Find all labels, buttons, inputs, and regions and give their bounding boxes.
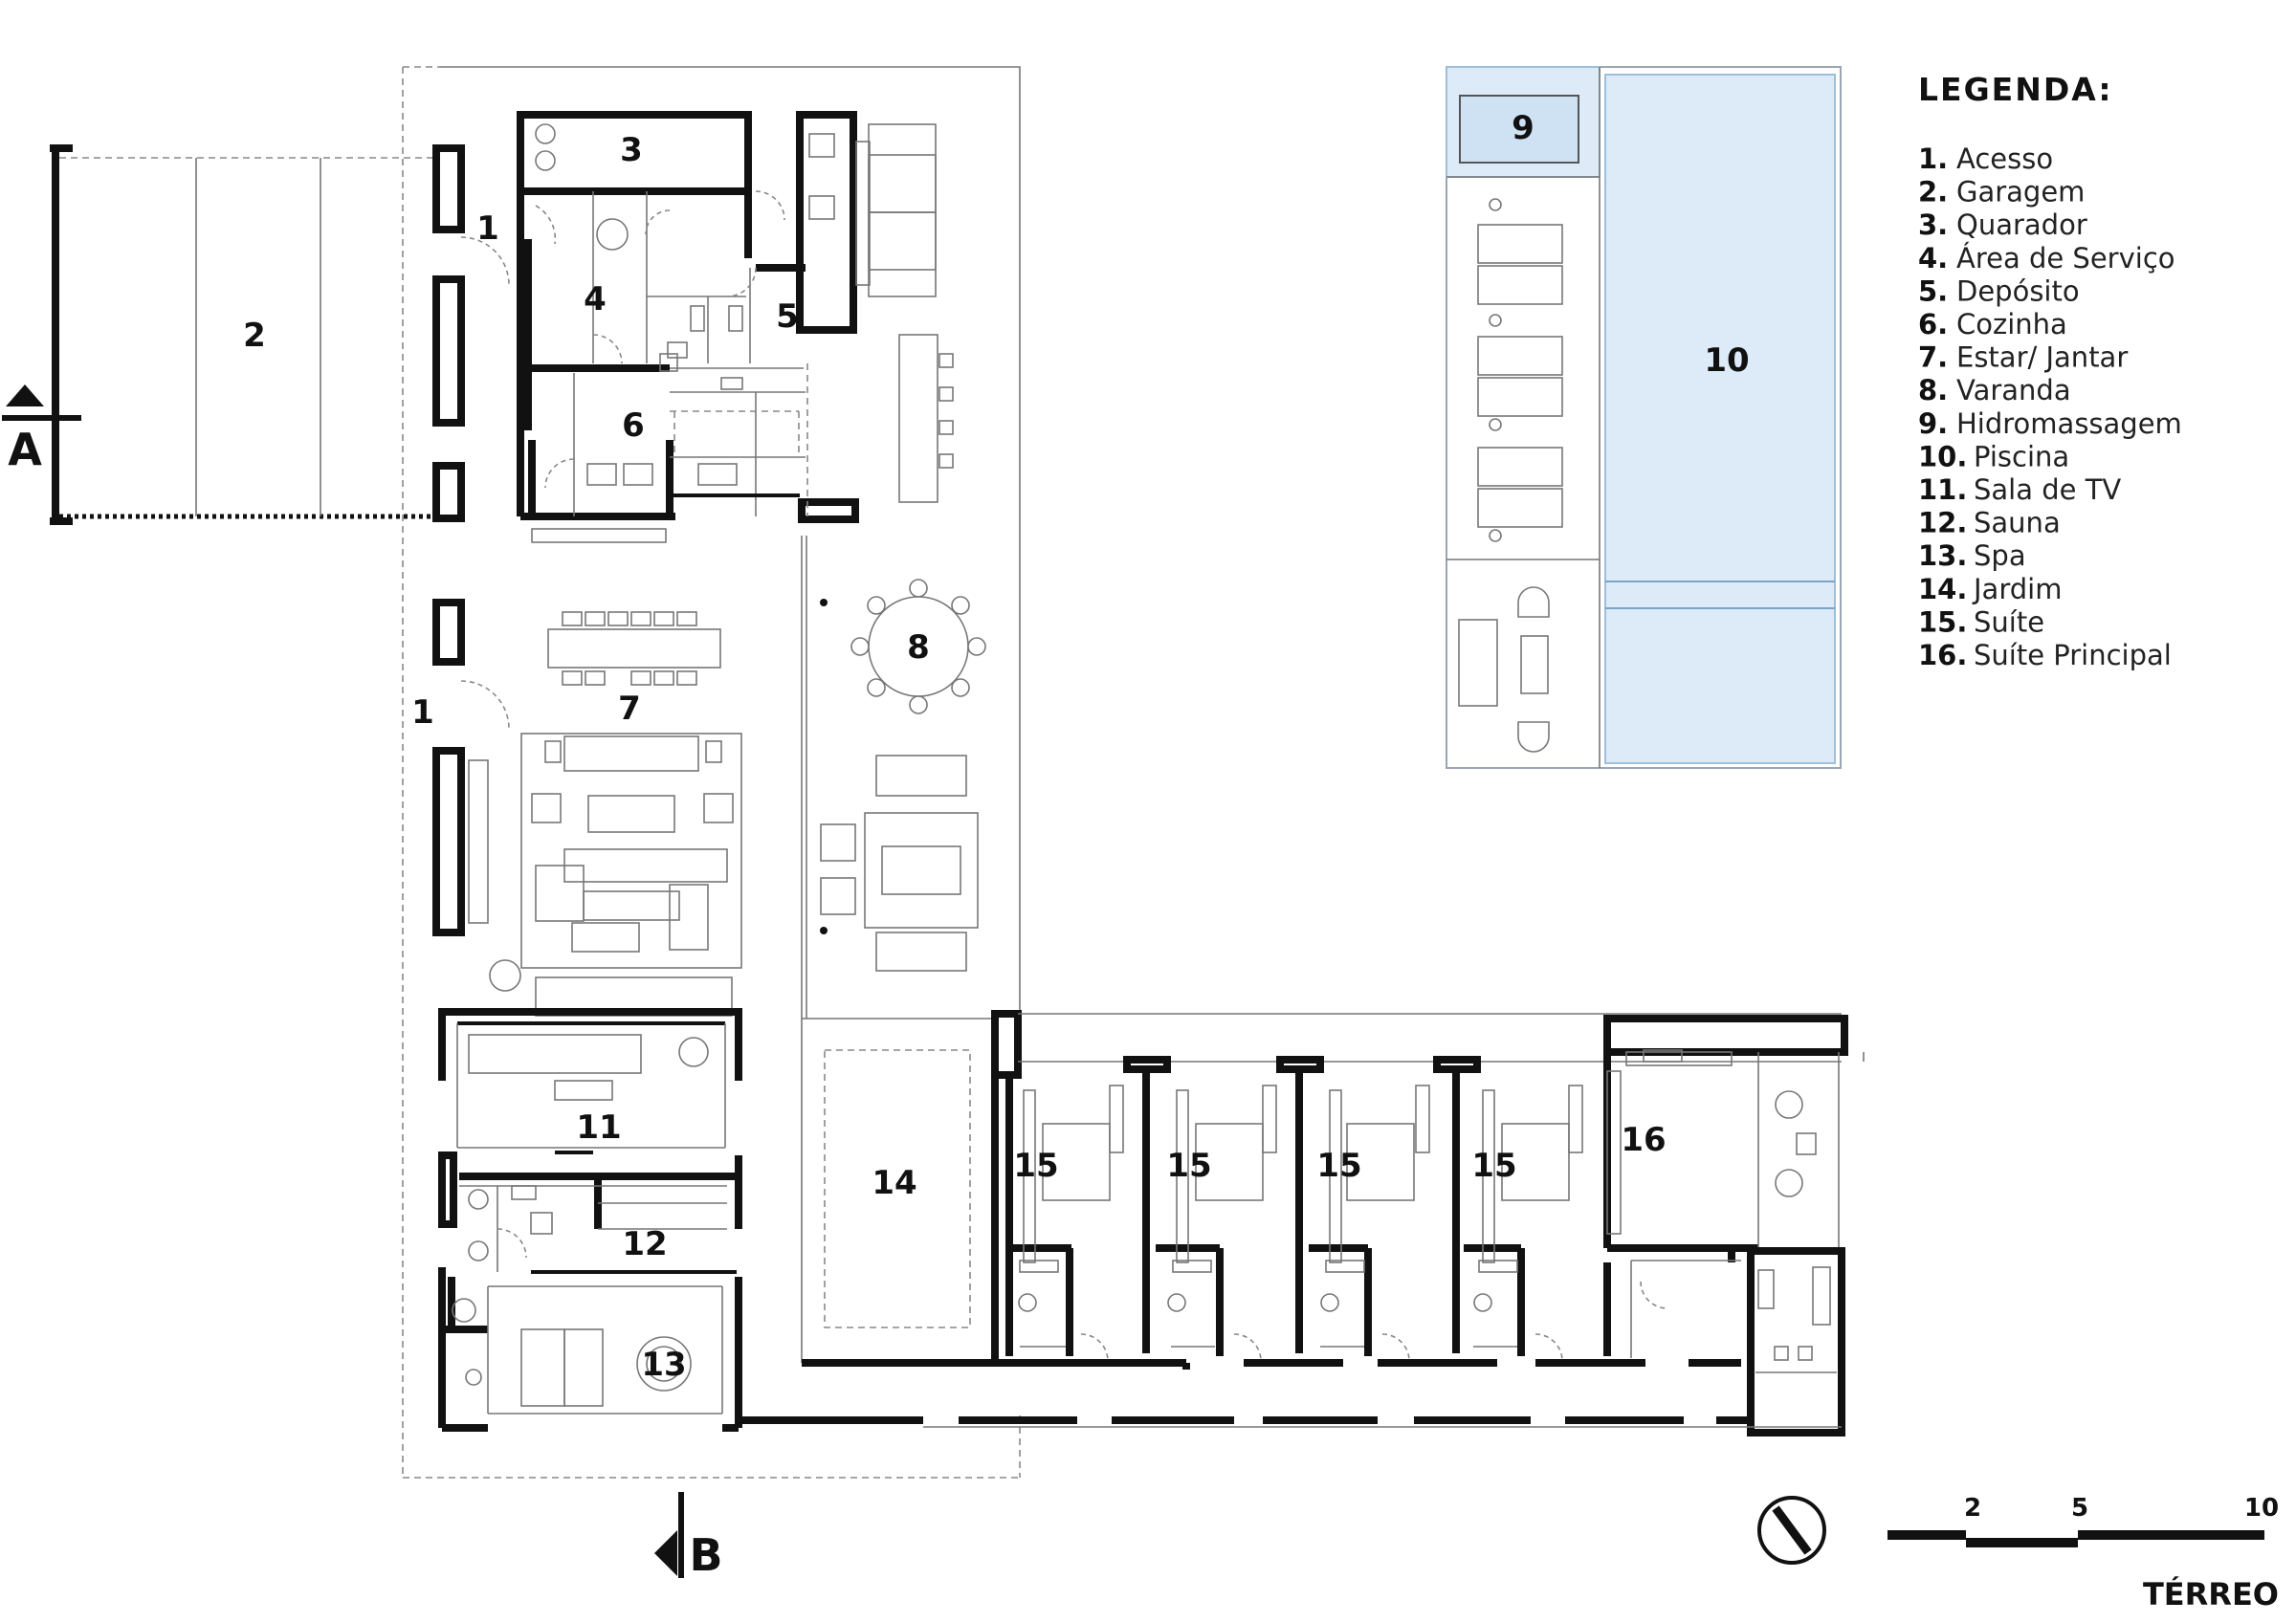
- legend-item: 15.Suíte: [1918, 605, 2044, 638]
- section-marker-icon: [6, 384, 44, 406]
- legend-item-text: Acesso: [1956, 143, 2053, 175]
- label-suite: 15: [1471, 1147, 1516, 1185]
- section-b-label: B: [689, 1529, 722, 1581]
- legend-item-number: 5.: [1918, 274, 1948, 307]
- service-block: [517, 111, 859, 543]
- sala-tv-block: [438, 1008, 742, 1154]
- legend: LEGENDA: 1.Acesso2.Garagem3.Quarador4.Ár…: [1918, 71, 2182, 671]
- section-marker-icon: [654, 1530, 677, 1576]
- estar-jantar-furniture: [468, 611, 742, 1017]
- section-marker-a: [2, 384, 81, 421]
- south-wall: [739, 1416, 1842, 1428]
- legend-item-text: Cozinha: [1956, 308, 2067, 340]
- legend-item-number: 14.: [1918, 573, 1967, 605]
- legend-item-number: 1.: [1918, 143, 1948, 175]
- legend-item-number: 10.: [1918, 440, 1967, 472]
- label-cozinha: 6: [622, 406, 645, 445]
- legend-item-text: Varanda: [1956, 374, 2071, 406]
- label-deposito: 5: [776, 297, 799, 336]
- legend-item: 5.Depósito: [1918, 274, 2080, 307]
- label-suite: 15: [1166, 1147, 1211, 1185]
- legend-item-text: Sauna: [1974, 507, 2061, 539]
- legend-item-number: 8.: [1918, 374, 1948, 406]
- legend-item-text: Spa: [1974, 539, 2026, 572]
- legend-item: 8.Varanda: [1918, 374, 2071, 406]
- legend-item: 14.Jardim: [1918, 573, 2062, 605]
- legend-item-number: 3.: [1918, 208, 1948, 241]
- site-outline: [402, 66, 1021, 1479]
- room-labels: 1 2 3 4 5 6 1 7 8 9 10 11 12 13 14 15 15…: [243, 109, 1750, 1384]
- legend-item: 1.Acesso: [1918, 143, 2053, 175]
- scale-label: 2: [1964, 1494, 1981, 1523]
- legend-item: 16.Suíte Principal: [1918, 639, 2172, 671]
- legend-item: 7.Estar/ Jantar: [1918, 341, 2128, 374]
- legend-item-number: 13.: [1918, 539, 1967, 572]
- legend-item: 12.Sauna: [1918, 507, 2061, 539]
- legend-item: 3.Quarador: [1918, 208, 2087, 241]
- drawing-title: TÉRREO: [2143, 1576, 2279, 1612]
- legend-item-text: Área de Serviço: [1956, 242, 2175, 274]
- north-arrow-icon: [1757, 1496, 1826, 1565]
- legend-item-number: 9.: [1918, 407, 1948, 440]
- label-spa: 13: [641, 1346, 686, 1384]
- scale-label: 5: [2071, 1494, 2088, 1523]
- section-a-label: A: [8, 424, 42, 475]
- label-acesso: 1: [476, 209, 499, 248]
- legend-item-number: 6.: [1918, 308, 1948, 340]
- label-quarador: 3: [620, 131, 643, 169]
- section-marker-b: [654, 1492, 684, 1578]
- legend-item: 9.Hidromassagem: [1918, 407, 2182, 440]
- legend-item-text: Suíte Principal: [1974, 639, 2172, 671]
- legend-item-text: Sala de TV: [1974, 473, 2121, 506]
- legend-item-text: Quarador: [1956, 208, 2087, 241]
- legend-item: 11.Sala de TV: [1918, 473, 2121, 506]
- varanda-north-furniture: [806, 123, 954, 516]
- legend-item: 13.Spa: [1918, 539, 2026, 572]
- label-sala-tv: 11: [576, 1108, 621, 1147]
- garagem-area: [50, 144, 440, 525]
- scale-label: 10: [2244, 1494, 2279, 1523]
- label-varanda: 8: [907, 628, 930, 667]
- label-hidromassagem: 9: [1512, 109, 1534, 147]
- label-jardim: 14: [872, 1164, 916, 1202]
- legend-item-text: Garagem: [1956, 176, 2085, 208]
- legend-item: 2.Garagem: [1918, 176, 2085, 208]
- pool-area: [1446, 66, 1842, 769]
- legend-item-number: 16.: [1918, 639, 1967, 671]
- label-estar-jantar: 7: [618, 690, 641, 728]
- legend-item: 4.Área de Serviço: [1918, 242, 2175, 274]
- legend-item-number: 4.: [1918, 242, 1948, 274]
- legend-item-text: Depósito: [1956, 274, 2080, 307]
- legend-item-text: Estar/ Jantar: [1956, 341, 2128, 374]
- label-area-servico: 4: [584, 280, 607, 318]
- entry-walls: [432, 144, 510, 936]
- legend-item-number: 15.: [1918, 605, 1967, 638]
- legend-item: 6.Cozinha: [1918, 308, 2067, 340]
- label-garagem: 2: [243, 317, 266, 355]
- label-suite: 15: [1013, 1147, 1058, 1185]
- legend-item-text: Suíte: [1974, 605, 2044, 638]
- label-acesso-2: 1: [411, 693, 434, 732]
- suites-block: [802, 1010, 1865, 1437]
- label-sauna: 12: [622, 1225, 667, 1263]
- legend-item-number: 11.: [1918, 473, 1967, 506]
- label-suite: 15: [1316, 1147, 1361, 1185]
- legend-title: LEGENDA:: [1918, 71, 2113, 108]
- legend-item-number: 12.: [1918, 507, 1967, 539]
- scale-bar: 2 5 10: [1888, 1494, 2279, 1547]
- varanda-furniture: [801, 536, 986, 1019]
- label-piscina: 10: [1704, 341, 1749, 380]
- legend-item-text: Hidromassagem: [1956, 407, 2182, 440]
- legend-item-text: Jardim: [1972, 573, 2062, 605]
- legend-item-text: Piscina: [1974, 440, 2069, 472]
- sauna-spa-block: [438, 1151, 742, 1432]
- legend-item-number: 7.: [1918, 341, 1948, 374]
- jardim-area: [801, 1018, 995, 1363]
- label-suite-principal: 16: [1621, 1121, 1666, 1159]
- legend-item: 10.Piscina: [1918, 440, 2069, 472]
- legend-item-number: 2.: [1918, 176, 1948, 208]
